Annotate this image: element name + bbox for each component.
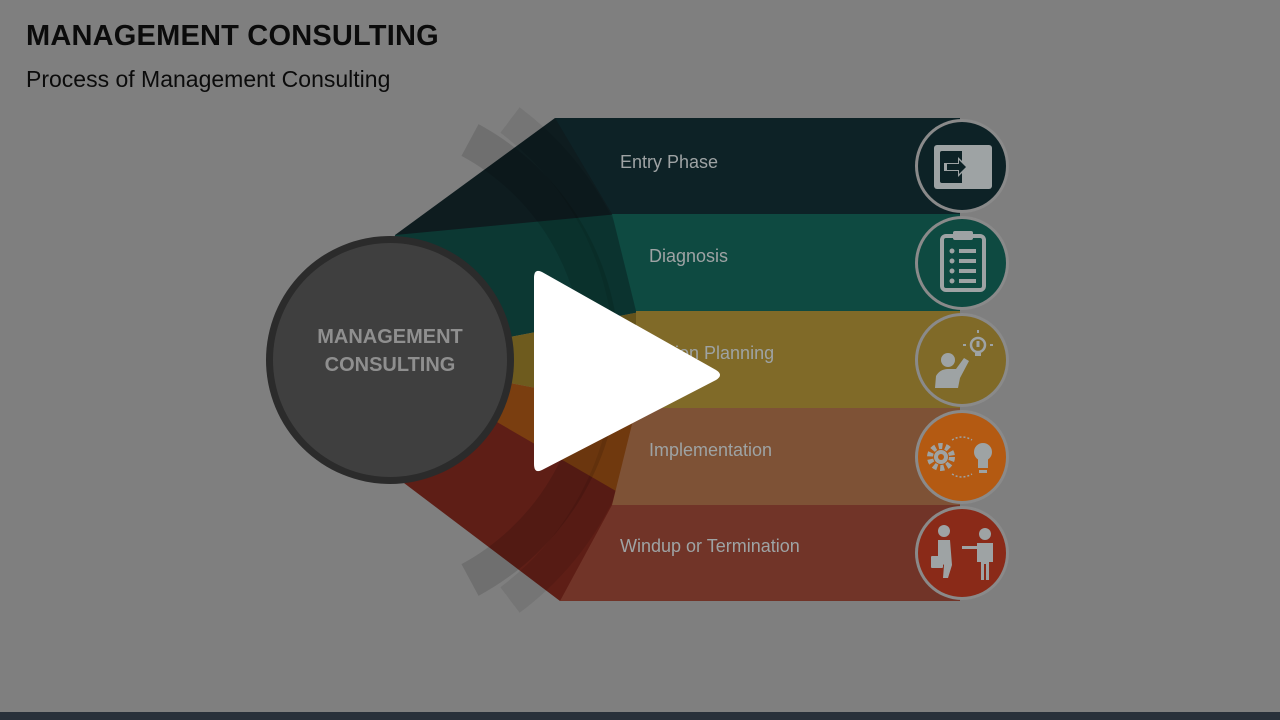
- step-bar-diagnosis: [612, 214, 960, 311]
- handover-icon: [915, 506, 1009, 600]
- enter-icon: [915, 119, 1009, 213]
- step-label-entry: Entry Phase: [620, 152, 718, 172]
- play-icon[interactable]: [520, 260, 740, 490]
- step-bar-windup: [560, 505, 960, 601]
- step-bar-entry: [555, 118, 960, 214]
- step-label-diagnosis: Diagnosis: [649, 246, 728, 266]
- bottom-bar: [0, 712, 1280, 720]
- step-label-windup: Windup or Termination: [620, 536, 800, 556]
- clipboard-checklist-icon: [915, 216, 1009, 310]
- person-idea-icon: [915, 313, 1009, 407]
- step-label-implementation: Implementation: [649, 440, 772, 460]
- page-title: MANAGEMENT CONSULTING: [26, 20, 439, 52]
- page-subtitle: Process of Management Consulting: [26, 66, 391, 92]
- hub-label-line1: MANAGEMENT: [317, 326, 463, 348]
- step-bar-implementation: [612, 408, 960, 505]
- gear-bulb-icon: [915, 410, 1009, 504]
- hub-label-line2: CONSULTING: [325, 354, 456, 376]
- central-hub: MANAGEMENT CONSULTING: [266, 236, 514, 484]
